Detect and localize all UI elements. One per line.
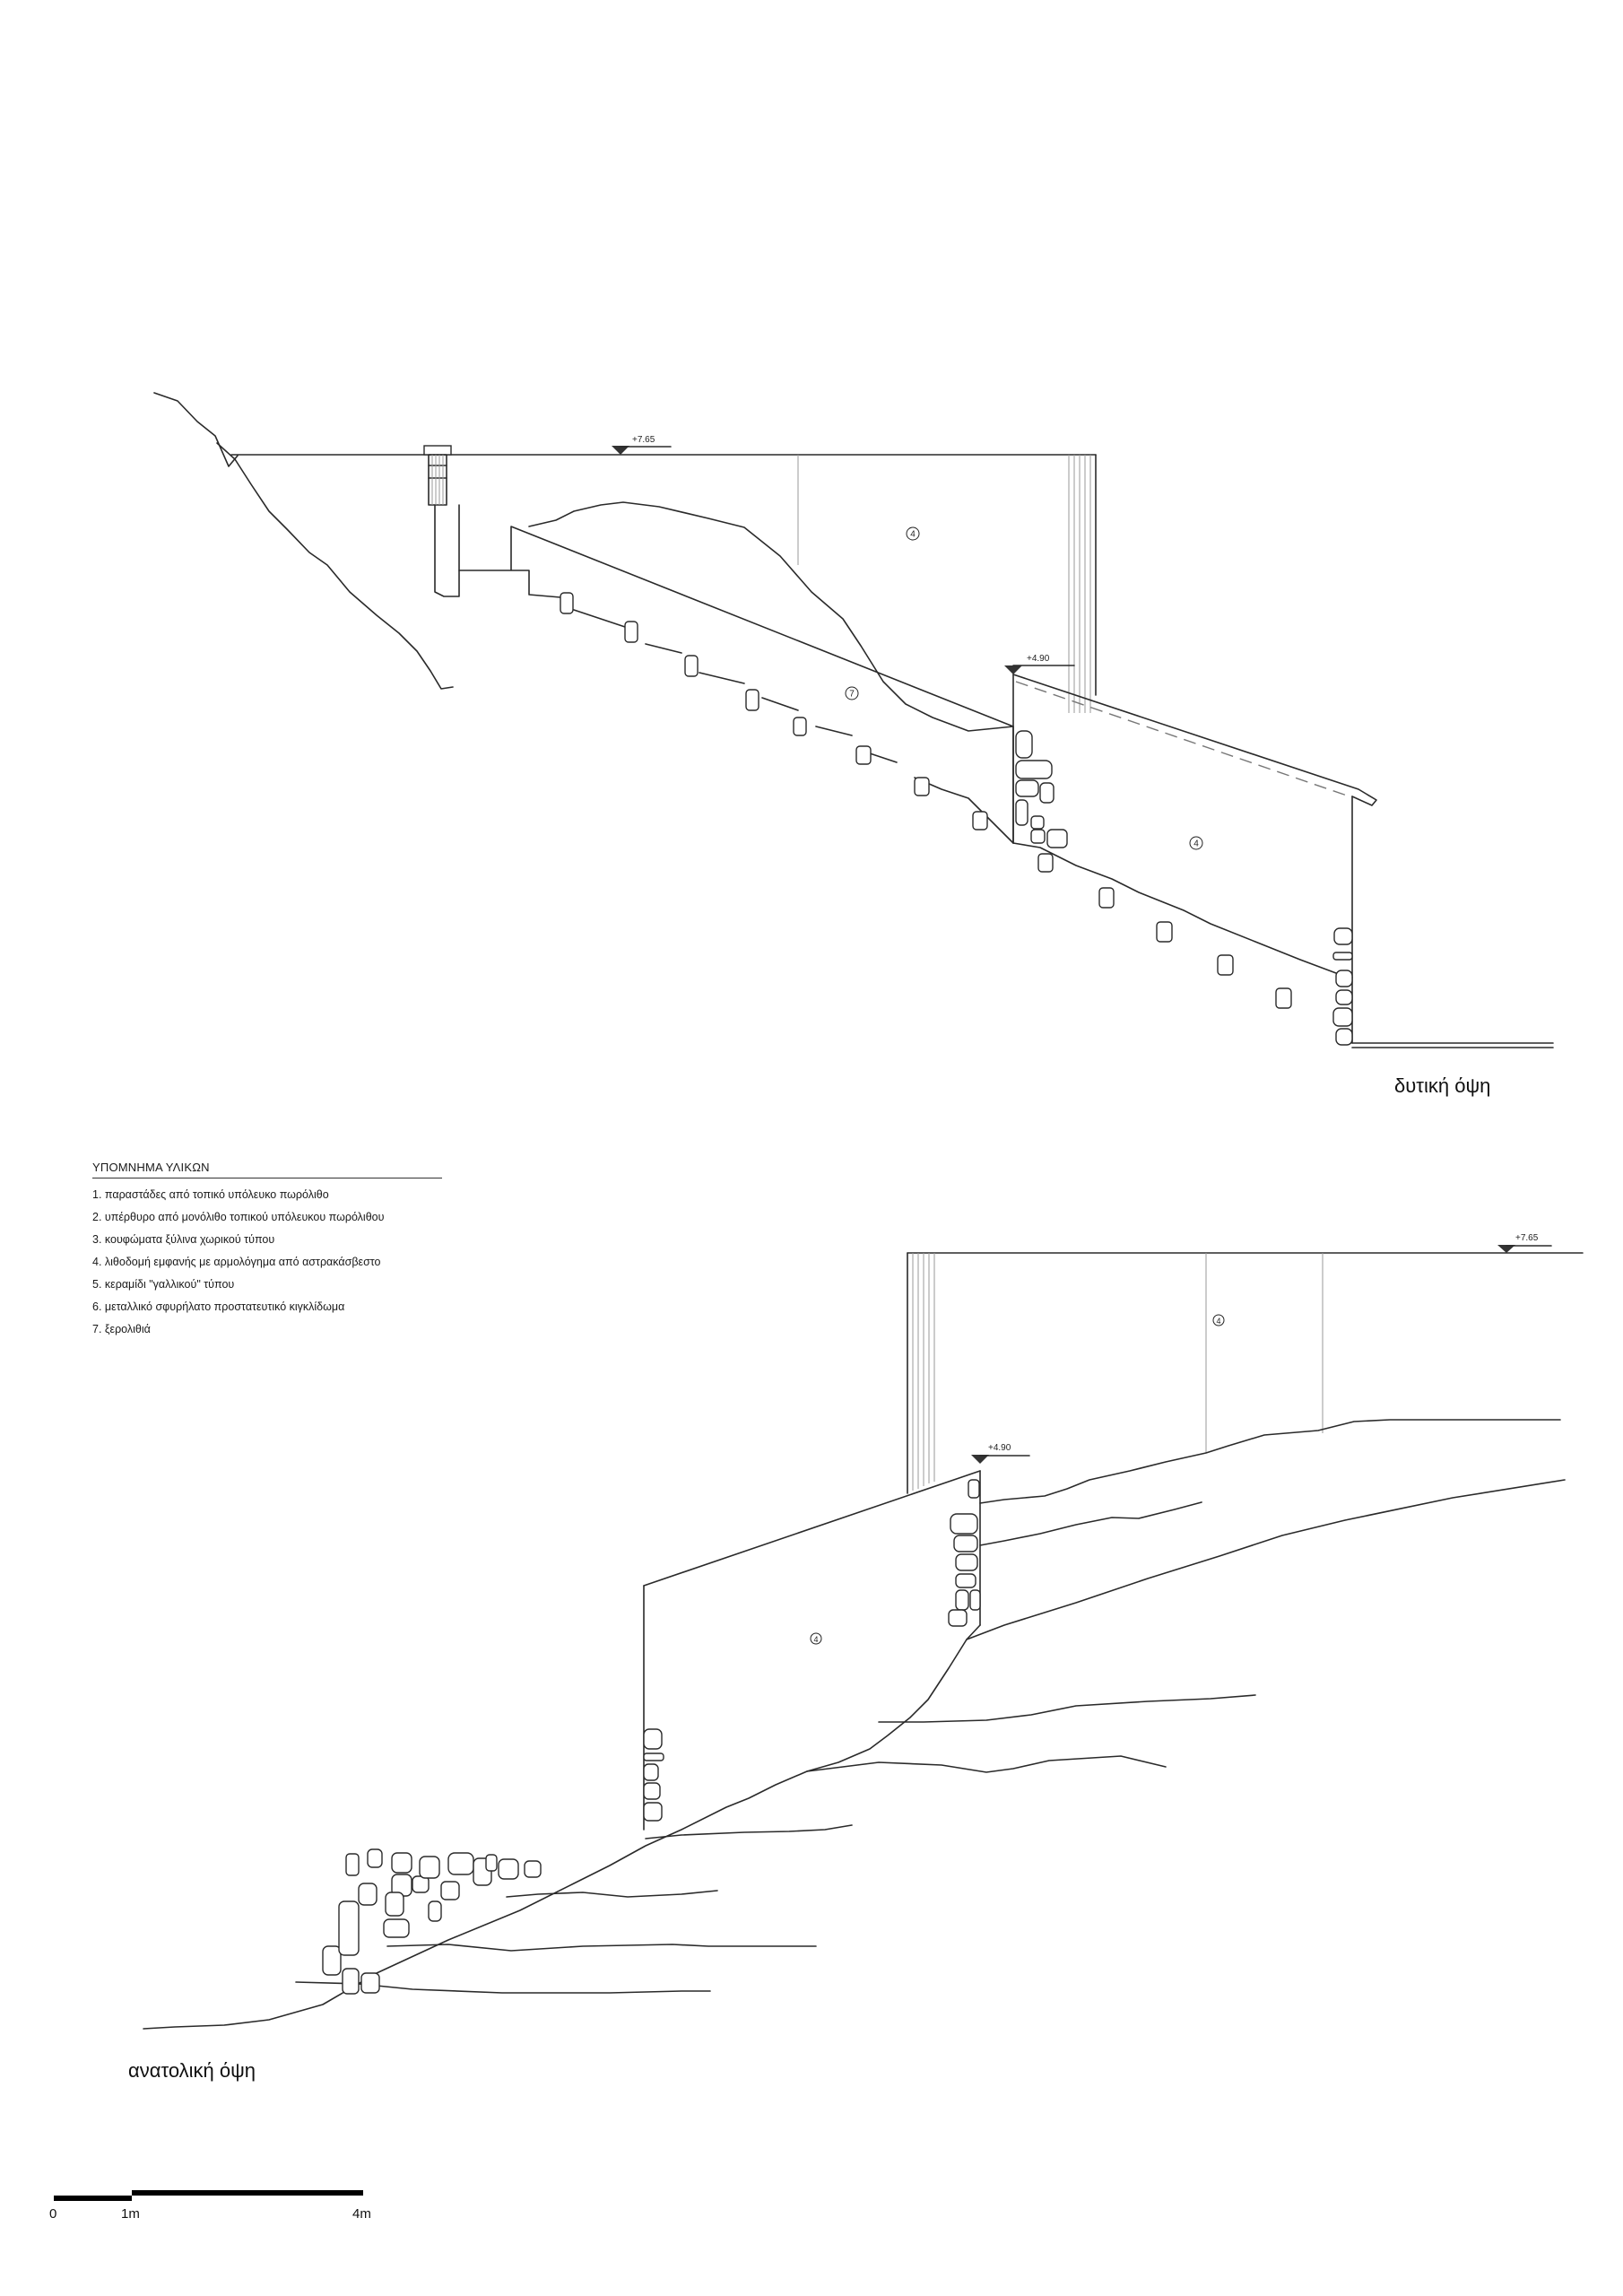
west-stepped-wall bbox=[458, 526, 1014, 844]
west-right-stones bbox=[1332, 927, 1353, 1046]
east-elevation-marker-mid: +4.90 bbox=[971, 1443, 1030, 1464]
scale-bar-segment-1m bbox=[54, 2196, 132, 2201]
west-elevation: +7.65 +4.90 ④ 4 ⑦ 7 ④ 4 bbox=[153, 392, 1554, 1048]
scale-label-1m: 1m bbox=[121, 2206, 140, 2222]
east-material-tag-4-upper: ④ 4 bbox=[1212, 1314, 1225, 1326]
east-terrain-line-8 bbox=[386, 1944, 817, 1952]
legend-item: 7. ξερολιθιά bbox=[92, 1323, 151, 1335]
east-terrain-line-4 bbox=[878, 1694, 1256, 1723]
svg-text:4: 4 bbox=[910, 530, 916, 540]
legend-item: 6. μεταλλικό σφυρήλατο προστατευτικό κιγ… bbox=[92, 1300, 345, 1313]
svg-text:4: 4 bbox=[1216, 1317, 1220, 1326]
west-elevation-mid-text: +4.90 bbox=[1027, 654, 1050, 664]
east-drystone-cluster bbox=[322, 1848, 542, 1995]
scale-label-4m: 4m bbox=[352, 2206, 371, 2222]
west-material-tag-4-upper: ④ 4 bbox=[906, 526, 920, 541]
west-right-edge-hatch bbox=[1068, 454, 1097, 713]
east-view-label: ανατολική όψη bbox=[128, 2059, 256, 2082]
west-material-tag-7: ⑦ 7 bbox=[845, 686, 859, 700]
west-corner-stones bbox=[1015, 730, 1068, 848]
legend-item: 1. παραστάδες από τοπικό υπόλευκο πωρόλι… bbox=[92, 1188, 329, 1201]
east-terrain-line-1 bbox=[979, 1419, 1561, 1504]
west-elevation-marker-mid: +4.90 bbox=[1004, 654, 1075, 674]
west-terrain-top bbox=[153, 392, 239, 467]
east-terrain-line-2 bbox=[979, 1501, 1202, 1546]
west-gate-pillar bbox=[423, 445, 460, 597]
scale-bar bbox=[54, 2190, 363, 2201]
west-terrain-slope bbox=[216, 442, 454, 690]
east-elevation-mid-text: +4.90 bbox=[988, 1443, 1011, 1453]
east-terrain-line-5 bbox=[806, 1755, 1167, 1773]
west-step-stones bbox=[560, 592, 1292, 1009]
legend-item: 3. κουφώματα ξύλινα χωρικού τύπου bbox=[92, 1233, 275, 1246]
east-left-wall-stones bbox=[643, 1728, 664, 1822]
east-wall-top-slope bbox=[643, 1470, 981, 1587]
legend-item: 5. κεραμίδι "γαλλικού" τύπου bbox=[92, 1278, 235, 1291]
legend-item: 4. λιθοδομή εμφανής με αρμολόγημα από ασ… bbox=[92, 1256, 381, 1268]
east-pier-stones bbox=[948, 1479, 981, 1627]
svg-text:4: 4 bbox=[1193, 839, 1199, 849]
east-terrain-line-6 bbox=[645, 1824, 853, 1839]
west-lower-wall-top bbox=[1012, 674, 1377, 806]
east-material-tag-4-lower: ④ 4 bbox=[810, 1632, 822, 1645]
scale-bar-segment-3m bbox=[132, 2190, 363, 2196]
west-view-label: δυτική όψη bbox=[1394, 1074, 1491, 1097]
east-elevation-top-text: +7.65 bbox=[1515, 1233, 1539, 1243]
west-lower-steps bbox=[1012, 842, 1353, 978]
legend-title: ΥΠΟΜΝΗΜΑ ΥΛΙΚΩΝ bbox=[92, 1161, 442, 1178]
west-elevation-marker-top: +7.65 bbox=[612, 435, 672, 455]
legend-item: 2. υπέρθυρο από μονόλιθο τοπικού υπόλευκ… bbox=[92, 1211, 385, 1223]
east-left-edge-hatch bbox=[907, 1252, 935, 1494]
east-elevation-marker-top: +7.65 bbox=[1497, 1233, 1552, 1253]
svg-text:4: 4 bbox=[813, 1635, 818, 1644]
svg-text:7: 7 bbox=[849, 690, 855, 700]
west-hill-curve bbox=[528, 501, 1014, 732]
east-terrain-line-7 bbox=[506, 1890, 718, 1898]
west-material-tag-4-lower: ④ 4 bbox=[1189, 836, 1203, 850]
west-elevation-top-text: +7.65 bbox=[632, 435, 655, 445]
west-roof-dashed bbox=[1015, 681, 1350, 797]
east-elevation: +7.65 +4.90 ④ 4 ④ 4 bbox=[143, 1233, 1584, 2030]
scale-label-0: 0 bbox=[49, 2206, 57, 2222]
east-terrain-line-3 bbox=[966, 1479, 1566, 1640]
east-terrain-slope bbox=[143, 1624, 981, 2030]
materials-legend: ΥΠΟΜΝΗΜΑ ΥΛΙΚΩΝ 1. παραστάδες από τοπικό… bbox=[92, 1161, 442, 1335]
